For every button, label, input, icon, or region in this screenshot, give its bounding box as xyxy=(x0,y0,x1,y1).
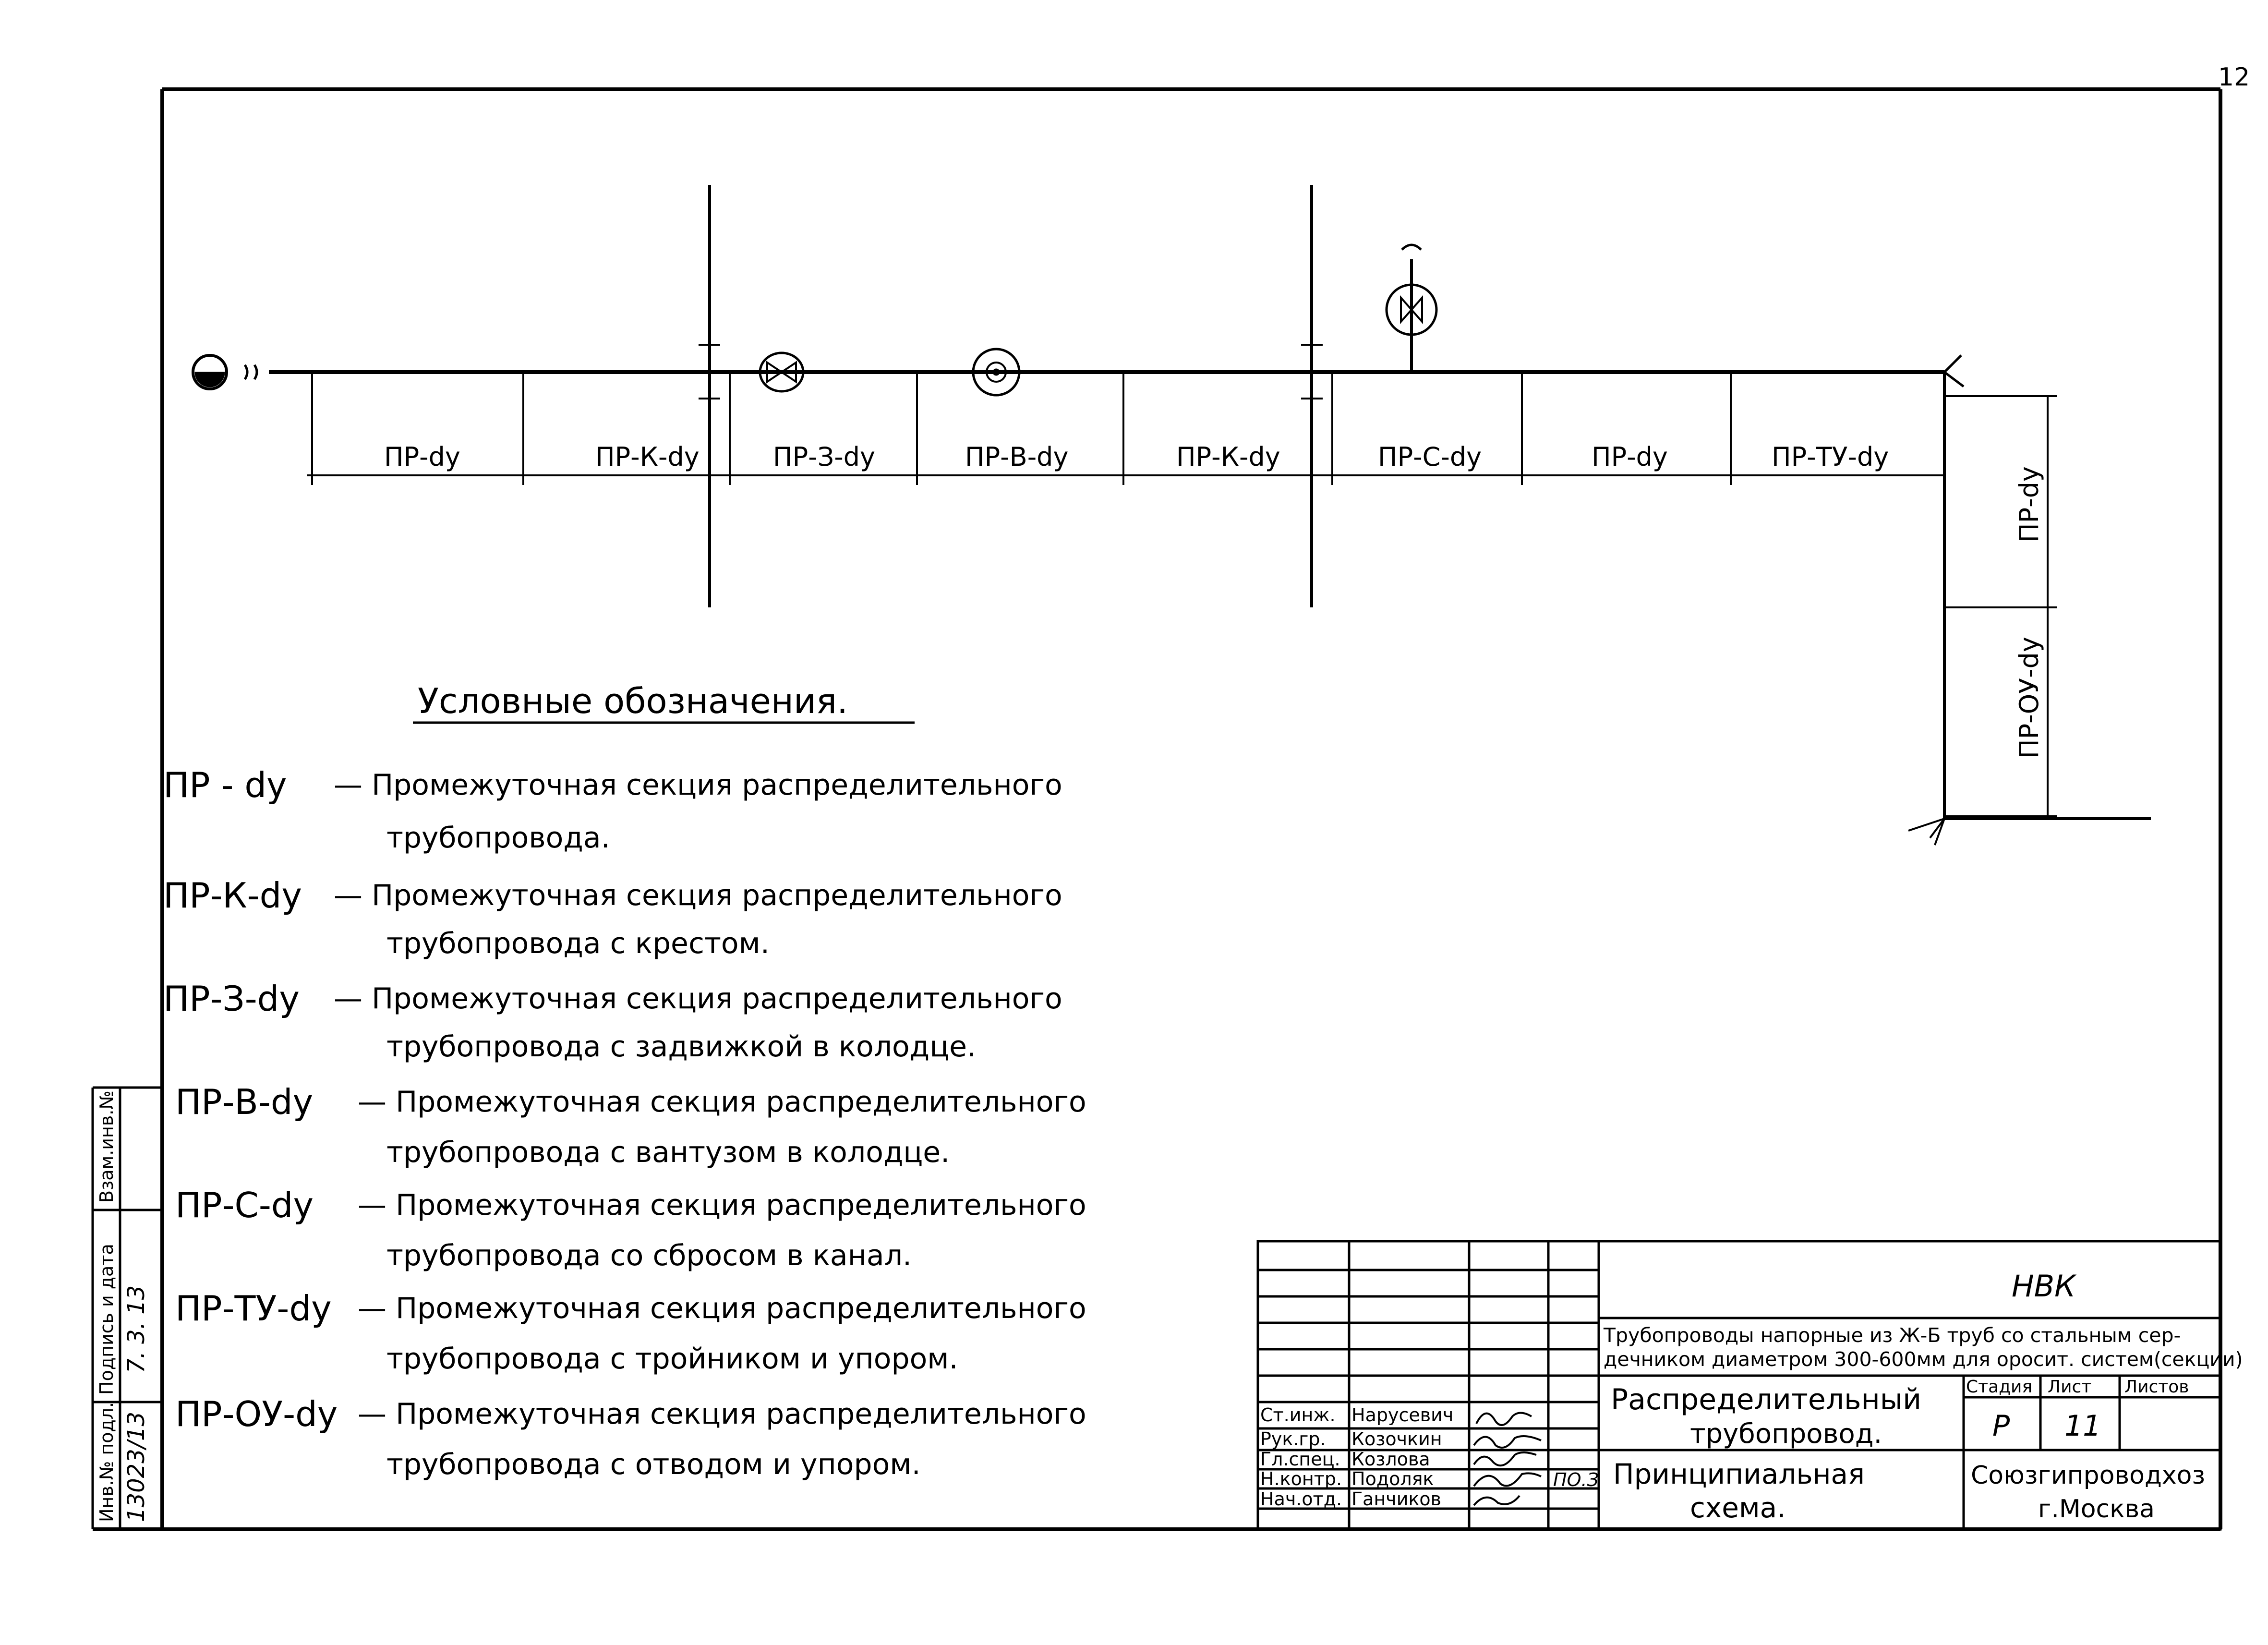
sheet-header: Лист xyxy=(2048,1377,2091,1397)
staff-name: Козлова xyxy=(1351,1449,1430,1470)
legend-item: ПР-С-dу — Промежуточная секция распредел… xyxy=(175,1185,1086,1272)
legend-line: — Промежуточная секция распределительног… xyxy=(358,1292,1086,1325)
legend-line: — Промежуточная секция распределительног… xyxy=(358,1085,1086,1119)
inv-value: 13023/13 xyxy=(123,1412,150,1522)
air-valve-symbol-icon xyxy=(972,348,1021,397)
legend-line: трубопровода с отводом и упором. xyxy=(386,1448,921,1481)
section-label: ПР-К-dу xyxy=(595,442,700,472)
section-labels: ПР-dу ПР-К-dу ПР-З-dу ПР-В-dу ПР-К-dу ПР… xyxy=(384,442,1889,472)
discharge-symbol-icon xyxy=(1385,283,1438,336)
legend-line: — Промежуточная секция распределительног… xyxy=(358,1188,1086,1222)
legend-item: ПР-ОУ-dу — Промежуточная секция распреде… xyxy=(175,1394,1086,1481)
legend-code: ПР-В-dу xyxy=(175,1082,313,1122)
sign-date: ПО.З xyxy=(1553,1469,1599,1490)
legend-item: ПР-К-dу — Промежуточная секция распредел… xyxy=(163,875,1062,960)
project-line: Трубопроводы напорные из Ж-Б труб со ста… xyxy=(1603,1324,2181,1347)
section-label: ПР-К-dу xyxy=(1176,442,1280,472)
sign-value: 7. 3. 13 xyxy=(123,1285,150,1373)
section-label: ПР-В-dу xyxy=(965,442,1068,472)
staff-role: Гл.спец. xyxy=(1260,1449,1340,1470)
section-label: ПР-С-dу xyxy=(1378,442,1482,472)
legend-line: трубопровода. xyxy=(386,821,610,855)
sheet-name: Распределительный xyxy=(1611,1383,1921,1416)
legend-line: — Промежуточная секция распределительног… xyxy=(334,982,1062,1016)
section-label: ПР-ТУ-dу xyxy=(1772,442,1889,472)
sheet-value: 11 xyxy=(2064,1409,2101,1443)
legend-code: ПР-К-dу xyxy=(163,875,302,916)
staff-name: Козочкин xyxy=(1351,1428,1442,1450)
section-label: ПР-ОУ-dу xyxy=(2014,637,2044,759)
staff-name: Нарусевич xyxy=(1351,1404,1453,1426)
staff-role: Н.контр. xyxy=(1260,1468,1342,1489)
title-block: Ст.инж. Нарусевич Рук.гр. Козочкин Гл.сп… xyxy=(1256,1240,2243,1531)
stage-value: Р xyxy=(1992,1409,2010,1443)
drawing-title: схема. xyxy=(1690,1491,1786,1524)
legend-code: ПР - dу xyxy=(163,765,287,805)
organization: Союзгипроводхоз xyxy=(1971,1461,2205,1490)
legend: Условные обозначения. ПР - dу — Промежут… xyxy=(163,681,1086,1481)
valve-symbol-icon xyxy=(759,351,805,393)
legend-line: трубопровода с задвижкой в колодце. xyxy=(386,1030,976,1064)
project-line: дечником диаметром 300-600мм для оросит.… xyxy=(1604,1348,2243,1371)
legend-item: ПР-В-dу — Промежуточная секция распредел… xyxy=(175,1082,1086,1169)
city: г.Москва xyxy=(2038,1495,2155,1524)
legend-line: трубопровода с крестом. xyxy=(386,927,770,960)
legend-line: трубопровода с тройником и упором. xyxy=(386,1342,958,1376)
legend-line: трубопровода с вантузом в колодце. xyxy=(386,1136,950,1169)
legend-item: ПР - dу — Промежуточная секция распредел… xyxy=(163,765,1062,855)
legend-line: — Промежуточная секция распределительног… xyxy=(334,768,1062,802)
replace-label: Взам.инв.№ xyxy=(96,1090,117,1203)
signatures xyxy=(1473,1412,1542,1506)
sheets-header: Листов xyxy=(2124,1377,2189,1397)
pipeline xyxy=(192,185,2151,846)
section-label: ПР-dу xyxy=(384,442,460,472)
legend-title: Условные обозначения. xyxy=(418,681,848,721)
staff-role: Рук.гр. xyxy=(1260,1428,1326,1450)
legend-code: ПР-С-dу xyxy=(175,1185,314,1225)
section-label: ПР-dу xyxy=(1592,442,1668,472)
legend-code: ПР-З-dу xyxy=(163,979,300,1019)
section-dimensions xyxy=(307,372,2057,817)
start-symbol-icon xyxy=(192,354,228,390)
vertical-section-labels: ПР-dу ПР-ОУ-dу xyxy=(2014,466,2044,759)
legend-code: ПР-ТУ-dу xyxy=(175,1288,332,1329)
stage-header: Стадия xyxy=(1966,1377,2032,1397)
legend-line: — Промежуточная секция распределительног… xyxy=(334,879,1062,912)
section-label: ПР-dу xyxy=(2014,466,2044,543)
sheet-name: трубопровод. xyxy=(1690,1418,1882,1450)
legend-item: ПР-З-dу — Промежуточная секция распредел… xyxy=(163,979,1062,1064)
legend-item: ПР-ТУ-dу — Промежуточная секция распреде… xyxy=(175,1288,1086,1376)
document-code: НВК xyxy=(2012,1269,2077,1304)
sign-label: Подпись и дата xyxy=(96,1244,117,1395)
legend-line: трубопровода со сбросом в канал. xyxy=(386,1239,912,1272)
inv-label: Инв.№ подл. xyxy=(96,1402,117,1522)
legend-line: — Промежуточная секция распределительног… xyxy=(358,1397,1086,1431)
staff-name: Ганчиков xyxy=(1351,1488,1441,1510)
staff-role: Нач.отд. xyxy=(1260,1488,1342,1510)
staff-role: Ст.инж. xyxy=(1260,1404,1336,1426)
drawing-title: Принципиальная xyxy=(1613,1458,1865,1490)
section-label: ПР-З-dу xyxy=(773,442,875,472)
legend-code: ПР-ОУ-dу xyxy=(175,1394,338,1434)
side-stamp: Инв.№ подл. 13023/13 Подпись и дата 7. 3… xyxy=(91,1086,162,1529)
staff-name: Подоляк xyxy=(1351,1468,1434,1489)
page-number: 12 xyxy=(2218,63,2250,92)
